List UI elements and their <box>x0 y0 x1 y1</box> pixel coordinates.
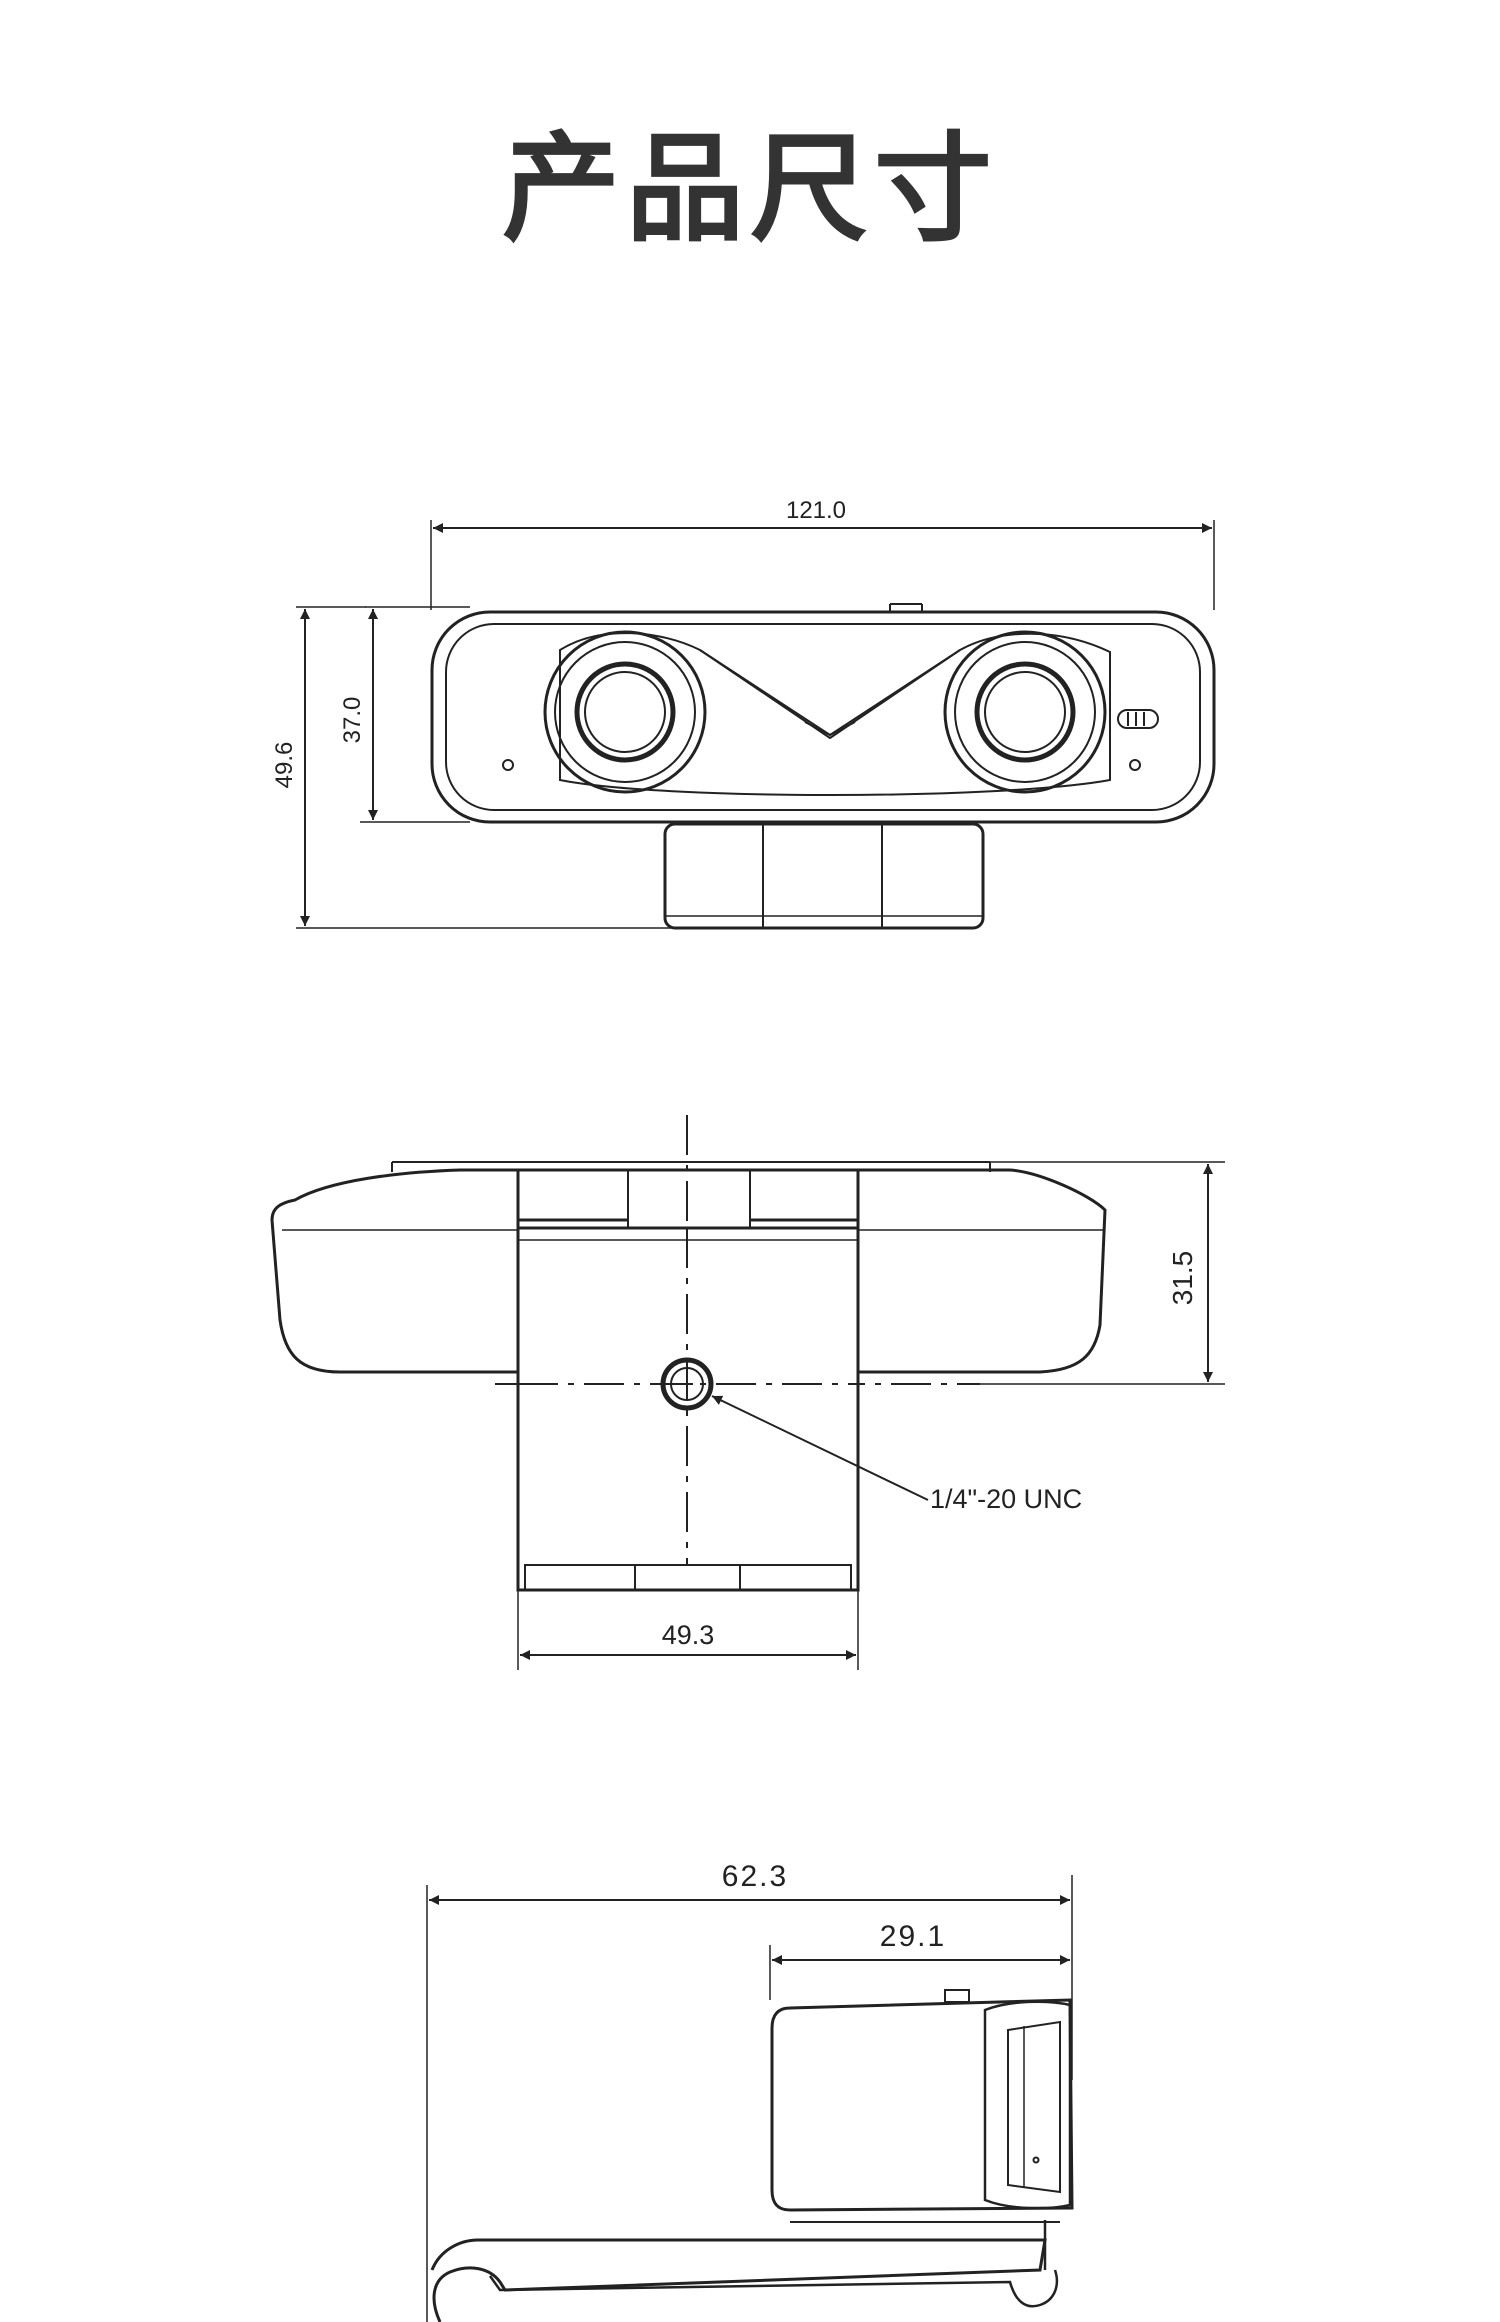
total-height-dimension-label: 49.6 <box>271 742 298 789</box>
camera-top-outline <box>270 1168 1107 1374</box>
camera-body-outline <box>430 610 1216 824</box>
mount-block <box>663 822 985 930</box>
overall-depth-dimension-label: 62.3 <box>722 1860 788 1893</box>
thread-spec-label: 1/4"-20 UNC <box>930 1484 1082 1514</box>
privacy-switch <box>1117 709 1159 729</box>
clip-width-dimension-label: 49.3 <box>662 1620 715 1650</box>
tripod-thread-hole <box>660 1357 714 1411</box>
right-lens <box>943 630 1107 794</box>
width-dimension-label: 121.0 <box>786 497 846 524</box>
left-mic-hole <box>502 759 514 771</box>
top-view <box>270 1115 1225 1670</box>
left-lens <box>543 630 707 794</box>
head-depth-dimension-label: 29.1 <box>880 1920 946 1953</box>
body-height-dimension-label: 37.0 <box>339 697 366 744</box>
page-title: 产品尺寸 <box>501 120 998 258</box>
thread-leader-line <box>711 1395 929 1501</box>
right-mic-hole <box>1129 759 1141 771</box>
mount-bracket <box>430 2238 1047 2322</box>
front-view <box>296 520 1216 930</box>
depth-dimension-label: 31.5 <box>1167 1251 1198 1306</box>
side-view <box>426 1875 1074 2322</box>
camera-head-side <box>770 1998 1074 2212</box>
